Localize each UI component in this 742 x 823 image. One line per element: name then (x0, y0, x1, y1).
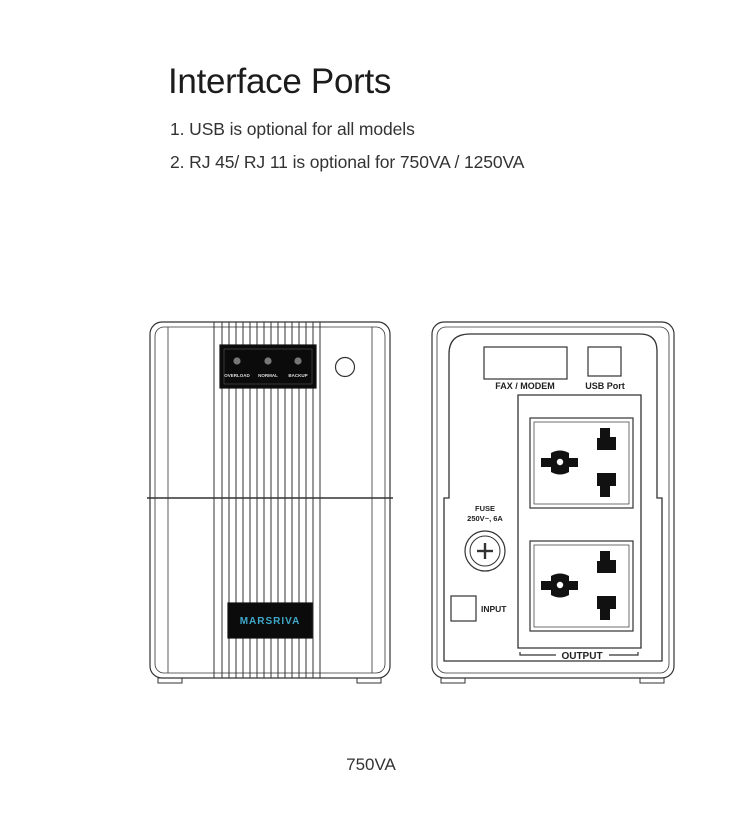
overload-led-icon (233, 357, 241, 365)
output-label: OUTPUT (561, 651, 602, 662)
fuse-holder[interactable] (464, 530, 506, 572)
usb-port-label: USB Port (585, 381, 625, 391)
note-rj45: 2. RJ 45/ RJ 11 is optional for 750VA / … (170, 152, 525, 172)
rear-panel-frame (443, 333, 663, 662)
brand-plate (227, 602, 313, 639)
backup-led-icon (294, 357, 302, 365)
input-socket (450, 595, 477, 622)
front-body-inner (154, 326, 386, 674)
note-usb: 1. USB is optional for all models (170, 119, 415, 139)
backup-label: BACKUP (288, 373, 307, 378)
model-caption: 750VA (346, 755, 396, 774)
socket-pins-1 (541, 428, 616, 497)
normal-led-icon (264, 357, 272, 365)
front-body-outline (149, 321, 391, 679)
fax-modem-port (483, 346, 568, 380)
power-button[interactable] (334, 356, 356, 378)
back-body-outline (431, 321, 675, 679)
usb-port (587, 346, 622, 377)
input-label: INPUT (481, 604, 507, 614)
ups-back-view (431, 321, 675, 684)
socket-pins-2 (541, 551, 616, 620)
overload-label: OVERLOAD (224, 373, 250, 378)
output-block (517, 394, 642, 649)
brand-logo: MARSRIVA (240, 616, 301, 627)
fax-modem-label: FAX / MODEM (495, 381, 555, 391)
output-socket-2 (529, 540, 634, 632)
indicator-panel (219, 344, 317, 389)
fuse-label: FUSE (475, 504, 495, 513)
output-socket-1 (529, 417, 634, 509)
fuse-rating-label: 250V~, 6A (467, 514, 503, 523)
page-title: Interface Ports (168, 62, 392, 101)
ups-front-view (147, 321, 393, 684)
normal-label: NORMAL (258, 373, 278, 378)
